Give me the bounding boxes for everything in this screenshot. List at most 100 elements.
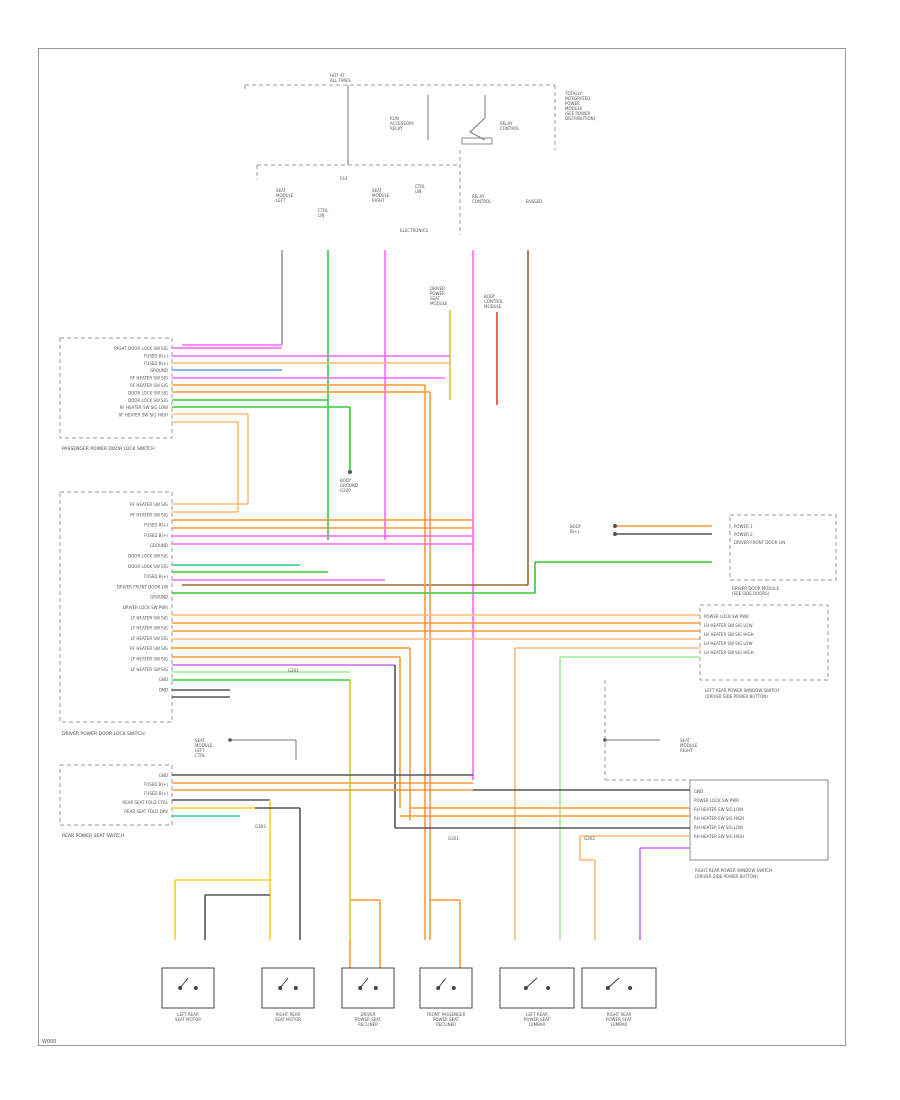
svg-text:SEAT: SEAT [680, 738, 690, 743]
pin-label: GND [159, 677, 168, 682]
pin-label: LH HEATER SW SIG HIGH [704, 632, 754, 637]
svg-text:BODY: BODY [484, 294, 496, 299]
pin-label: FUSED B(+) [144, 782, 168, 787]
motor-label-1: LEFT REAR [526, 1012, 548, 1017]
svg-text:REAR POWER SEAT SWITCH: REAR POWER SEAT SWITCH [62, 833, 124, 839]
svg-text:RIGHT: RIGHT [680, 748, 693, 753]
pin-label: POWER LOCK SW PWR [694, 798, 739, 803]
right-rear-window-switch: RIGHT REAR POWER WINDOW SWITCH (DRIVER S… [603, 680, 829, 879]
svg-text:SEAT: SEAT [195, 738, 205, 743]
svg-text:G200: G200 [340, 488, 351, 493]
pin-label: POWER LOCK SW PWR [704, 614, 749, 619]
pin-label: RF HEATER SW SIG LOW [120, 405, 168, 410]
svg-text:G201: G201 [288, 668, 299, 673]
relay-label-2: CONTROL [500, 126, 520, 131]
motor-label-3: RECLINER [436, 1022, 456, 1027]
fuse-left-label-2: ACCESSORY [390, 121, 415, 126]
motor-label-2: POWER SEAT [606, 1017, 633, 1022]
pin-label: RH HEATER SW SIG HIGH [694, 834, 744, 839]
svg-text:RIGHT REAR POWER WINDOW SWITCH: RIGHT REAR POWER WINDOW SWITCH [695, 868, 772, 873]
pin-label: GROUND [150, 543, 168, 548]
pin-label: RF HEATER SW SIG [130, 512, 168, 517]
pin-label: POWER 1 [734, 524, 753, 529]
motor-label-2: POWER SEAT [524, 1017, 551, 1022]
right-rear-wires [395, 789, 690, 940]
svg-text:LIN: LIN [415, 189, 421, 194]
power-distribution-area: HOT AT ALL TIMES TOTALLY INTEGRATED POWE… [244, 73, 596, 235]
svg-text:SEAT: SEAT [430, 296, 440, 301]
pin-label: RIGHT DOOR LOCK SW SIG [114, 346, 168, 351]
relay-coil [461, 137, 493, 145]
svg-text:(DRIVER SIDE POWER BUTTON): (DRIVER SIDE POWER BUTTON) [705, 694, 768, 699]
svg-text:RELAY: RELAY [472, 194, 485, 199]
module-note-3: POWER [565, 101, 580, 106]
svg-text:G301: G301 [448, 836, 459, 841]
svg-text:SEAT: SEAT [372, 188, 382, 193]
pin-label: FUSED B(+) [144, 533, 168, 538]
motor-label-1: RIGHT REAR [276, 1012, 301, 1017]
motor-label-1: LEFT REAR [177, 1012, 199, 1017]
module-note-2: INTEGRATED [565, 96, 590, 101]
pin-label: GND [159, 687, 168, 692]
module-note-4: MODULE [565, 106, 583, 111]
svg-text:MODULE: MODULE [372, 193, 390, 198]
fuse-left-label-3: RELAY [390, 126, 403, 131]
pin-label: DOOR LOCK SW SIG [128, 398, 168, 403]
pin-label: LH HEATER SW SIG LOW [704, 623, 753, 628]
pin-label: REAR SEAT FOLD DRV [124, 809, 168, 814]
motor-label-3: LUMBAR [611, 1022, 628, 1027]
svg-text:CTRL: CTRL [415, 184, 426, 189]
svg-text:DRIVER: DRIVER [430, 286, 445, 291]
svg-text:(SEE SIDE DOORS): (SEE SIDE DOORS) [732, 591, 770, 596]
pin-label: DOOR LOCK SW SIG [128, 390, 168, 395]
left-rear-window-switch: LEFT REAR POWER WINDOW SWITCH (DRIVER SI… [514, 604, 829, 940]
pin-label: RH HEATER SW SIG LOW [694, 825, 743, 830]
pin-label: RF HEATER SW SIG [130, 646, 168, 651]
hot-label-2: ALL TIMES [330, 78, 351, 83]
ground-node-body: BODY GROUND G200 [340, 470, 358, 493]
driver-switch-label: DRIVER POWER DOOR LOCK SWITCH [62, 731, 145, 737]
pin-label: GND [159, 773, 168, 778]
svg-text:CONTROL: CONTROL [484, 299, 504, 304]
hot-label-1: HOT AT [330, 73, 345, 78]
relay-switch-symbol [469, 117, 486, 141]
svg-text:SEAT: SEAT [276, 188, 286, 193]
fuse-column-4: CTRL LIN [415, 184, 426, 194]
pin-label: FUSED B(+) [144, 353, 168, 358]
pin-label: FUSED B(+) [144, 574, 168, 579]
pin-label: POWER 2 [734, 532, 753, 537]
motor-label-1: FRONT PASSENGER [427, 1012, 466, 1017]
motor-label-3: LUMBAR [529, 1022, 546, 1027]
svg-text:BODY: BODY [570, 524, 582, 529]
svg-text:LEFT: LEFT [276, 198, 286, 203]
diagram-frame [38, 48, 846, 1046]
relay-label-1: RELAY [500, 121, 513, 126]
pin-label: LH HEATER SW SIG LOW [704, 641, 753, 646]
splice-devices: DRIVER POWER SEAT MODULE BODY CONTROL MO… [430, 286, 504, 405]
pin-label: LH HEATER SW SIG HIGH [704, 650, 754, 655]
electronics-label: ELECTRONICS [400, 228, 428, 233]
fuse-column-1: SEAT MODULE LEFT [276, 188, 294, 203]
fuse-column-6: BUSSED [526, 199, 542, 204]
page-code: W000 [42, 1039, 57, 1045]
module-note-1: TOTALLY [564, 91, 582, 96]
pin-label: FUSED B(+) [144, 361, 168, 366]
pin-label: RF HEATER SW SIG [130, 383, 168, 388]
pin-label: LF HEATER SW SIG [131, 657, 168, 662]
svg-text:LIN: LIN [318, 213, 324, 218]
motor-label-2: POWER SEAT [355, 1017, 382, 1022]
pin-label: RF HEATER SW SIG HIGH [119, 413, 168, 418]
svg-text:MODULE: MODULE [195, 743, 213, 748]
svg-text:CTRL: CTRL [195, 753, 206, 758]
fuse-left-label-1: RUN [390, 116, 399, 121]
module-note-5: (SEE POWER [565, 111, 590, 116]
svg-text:CONTROL: CONTROL [472, 199, 492, 204]
pin-label: FUSED B(+) [144, 523, 168, 528]
fuse-column-3: SEAT MODULE RIGHT [372, 188, 390, 203]
svg-text:LEFT: LEFT [195, 748, 205, 753]
